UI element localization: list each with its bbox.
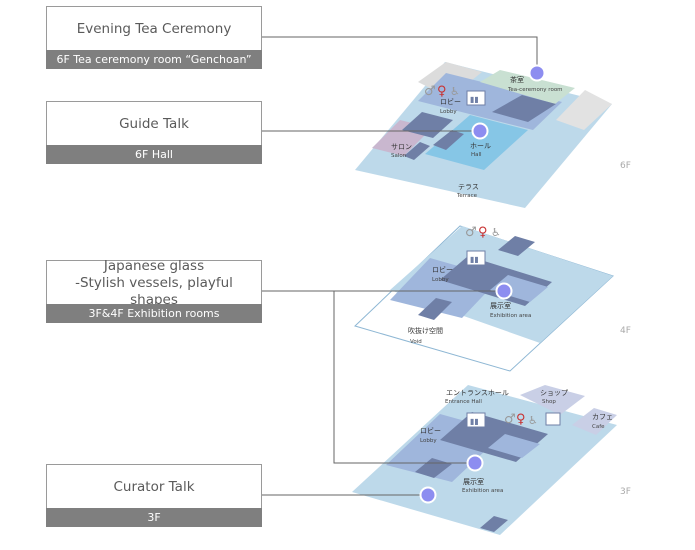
- floor-6f-wall-4: [404, 142, 430, 160]
- restroom-male-icon: ♂: [504, 412, 516, 427]
- floor-3f-cafe: [572, 408, 617, 435]
- floor-3f-exhibit-block: [488, 434, 540, 458]
- room-label-en: Entrance Hall: [445, 399, 482, 405]
- room-label-en: Lobby: [432, 277, 449, 283]
- restroom-female-icon: ♀: [478, 225, 488, 240]
- floor-6f-hall: [425, 115, 528, 170]
- room-label-jp: テラス: [458, 183, 479, 191]
- room-label-jp: 茶室: [510, 75, 524, 84]
- event-card-japanese-glass[interactable]: Japanese glass -Stylish vessels, playful…: [46, 257, 262, 323]
- room-label-en: Cafe: [592, 424, 605, 430]
- elevator-icon: [466, 90, 486, 106]
- restroom-female-icon: ♀: [516, 412, 526, 427]
- event-title: Curator Talk: [113, 478, 195, 495]
- accessible-icon: ♿: [491, 226, 501, 239]
- room-label-en: Exhibition area: [490, 313, 531, 319]
- room-label-jp: 吹抜け空間: [408, 326, 443, 335]
- room-label-jp: ショップ: [540, 389, 568, 397]
- location-markers: [419, 64, 546, 504]
- floor-6f-wall-3: [433, 130, 464, 150]
- floor-3f-wall-3: [480, 516, 508, 532]
- floor-6f-storage: [556, 90, 612, 130]
- room-label-jp: サロン: [391, 143, 412, 151]
- atm-icon: [545, 412, 561, 426]
- room-label-en: Terrace: [456, 193, 478, 199]
- floor-6f: ▮▮ ♂ ♀ ♿ 茶室 Tea-ceremony room ロビー Lobby …: [355, 62, 631, 208]
- event-title-line1: Japanese glass: [103, 257, 205, 274]
- room-label-jp: カフェ: [592, 413, 613, 421]
- room-label-jp: 展示室: [490, 301, 511, 310]
- event-title: Evening Tea Ceremony: [76, 20, 232, 37]
- elevator-icon: [466, 412, 486, 428]
- floor-4f-wall-3: [498, 236, 535, 256]
- floor-3f-shop: [520, 385, 585, 415]
- marker-japanese-glass-3f[interactable]: [466, 454, 484, 472]
- leader-lines: [262, 36, 538, 496]
- floor-4f: ▮▮ ♂ ♀ ♿ ロビー Lobby 展示室 Exhibition area 吹…: [354, 225, 631, 372]
- room-label-en: Exhibition area: [462, 488, 503, 494]
- event-card-tea-ceremony[interactable]: Evening Tea Ceremony 6F Tea ceremony roo…: [46, 6, 262, 69]
- room-label-en: Tea-ceremony room: [507, 87, 563, 93]
- room-label-en: Hall: [471, 152, 482, 158]
- accessible-icon: ♿: [528, 414, 538, 427]
- floor-label-4f: 4F: [620, 326, 631, 336]
- leader-line-tea-ceremony: [262, 36, 538, 73]
- room-label-jp: ロビー: [440, 97, 461, 106]
- room-label-en: Lobby: [440, 109, 457, 115]
- accessible-icon: ♿: [450, 85, 460, 98]
- event-title: Guide Talk: [119, 115, 189, 132]
- event-location: 3F: [46, 508, 262, 527]
- event-location: 6F Hall: [46, 145, 262, 164]
- room-label-jp: 展示室: [463, 477, 484, 486]
- marker-curator-talk[interactable]: [419, 486, 437, 504]
- event-card-guide-talk[interactable]: Guide Talk 6F Hall: [46, 101, 262, 164]
- room-label-en: Salon: [391, 153, 407, 159]
- event-title-line2: -Stylish vessels, playful shapes: [75, 274, 233, 308]
- room-label-jp: ホール: [470, 142, 491, 150]
- event-location: 3F&4F Exhibition rooms: [46, 304, 262, 323]
- marker-japanese-glass-4f[interactable]: [495, 282, 513, 300]
- room-label-jp: ロビー: [432, 265, 453, 274]
- room-label-en: Shop: [542, 399, 556, 405]
- leader-line-japanese-glass-3f: [333, 291, 475, 464]
- restroom-female-icon: ♀: [437, 84, 447, 99]
- floor-4f-exhibit-block: [490, 275, 548, 302]
- floor-6f-wall-2: [492, 95, 556, 122]
- room-label-en: Void: [410, 339, 422, 345]
- marker-guide-talk[interactable]: [471, 122, 489, 140]
- room-label-jp: ロビー: [420, 426, 441, 435]
- floor-label-6f: 6F: [620, 161, 631, 171]
- room-label-jp: エントランスホール: [446, 389, 509, 397]
- restroom-male-icon: ♂: [465, 225, 477, 240]
- floor-3f: ▮▮ ♂ ♀ ♿ エントランスホール Entrance Hall ショップ Sh…: [352, 385, 631, 535]
- event-card-curator-talk[interactable]: Curator Talk 3F: [46, 464, 262, 527]
- restroom-male-icon: ♂: [424, 84, 436, 99]
- marker-tea-ceremony[interactable]: [528, 64, 546, 82]
- room-label-en: Lobby: [420, 438, 437, 444]
- elevator-icon-glyph: ▮▮: [470, 95, 479, 104]
- floor-4f-wall-2: [418, 298, 452, 320]
- elevator-icon-glyph: ▮▮: [470, 255, 479, 264]
- event-location: 6F Tea ceremony room “Genchoan”: [46, 50, 262, 69]
- elevator-icon-glyph: ▮▮: [470, 417, 479, 426]
- floor-6f-tea-room: [480, 70, 575, 104]
- elevator-icon: [466, 250, 486, 266]
- floor-label-3f: 3F: [620, 487, 631, 497]
- event-title-block: Japanese glass -Stylish vessels, playful…: [47, 257, 261, 308]
